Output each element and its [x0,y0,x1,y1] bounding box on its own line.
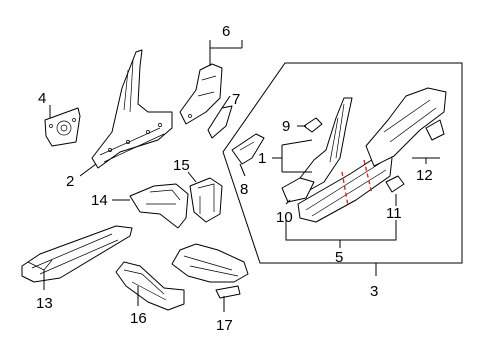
part-15-reinforcement [189,177,223,223]
part-11-clip [385,175,405,193]
callout-5: 5 [335,249,343,266]
part-16-crossmember [115,261,185,311]
callout-8: 8 [240,181,248,198]
callout-16: 16 [130,310,147,327]
callout-13: 13 [36,295,53,312]
section-cut-lines [341,159,373,207]
callout-2: 2 [66,173,74,190]
part-8-bracket [231,133,265,165]
callout-1: 1 [258,150,266,167]
part-4-bracket [44,107,81,147]
callout-9: 9 [282,118,290,135]
callout-4: 4 [38,90,46,107]
part-17-rear-floor [171,243,249,299]
callout-10: 10 [276,209,293,226]
callout-6: 6 [222,23,230,40]
callout-3: 3 [370,283,378,300]
callout-15: 15 [173,157,190,174]
part-9-clip [303,117,323,133]
part-14-wheelhouse [129,183,189,229]
callout-7: 7 [232,91,240,108]
callout-12: 12 [416,167,433,184]
leader-lines [43,40,440,312]
part-1-pillar-inner [299,97,353,193]
assembly-frame [222,62,463,264]
callout-11: 11 [386,205,402,222]
part-10-bracket [281,177,315,203]
callout-17: 17 [216,317,233,334]
callout-14: 14 [91,192,108,209]
part-7-small-bracket [207,105,233,139]
part-2-pillar-panel [91,49,173,169]
part-12-wheelhouse-inner [365,87,447,167]
part-6-upper-bracket [179,63,223,125]
part-13-sill [21,225,133,283]
